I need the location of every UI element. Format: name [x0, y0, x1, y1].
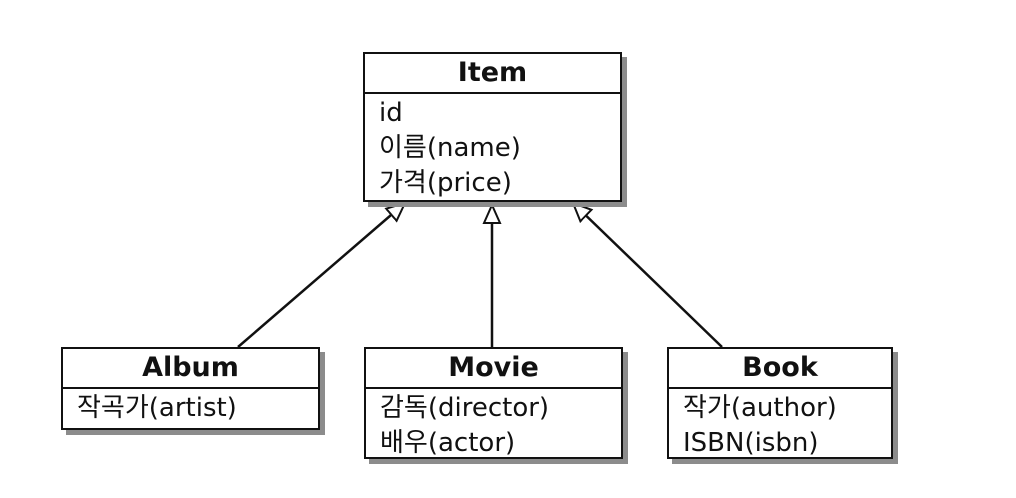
item-attribute-list: id 이름(name) 가격(price): [365, 94, 620, 201]
book-class-box: Book 작가(author) ISBN(isbn): [667, 347, 893, 459]
item-class-box: Item id 이름(name) 가격(price): [363, 52, 622, 202]
movie-class-box: Movie 감독(director) 배우(actor): [364, 347, 623, 459]
item-class-title: Item: [365, 54, 620, 94]
item-attribute-id: id: [379, 98, 403, 128]
movie-class-title: Movie: [366, 349, 621, 389]
item-attribute-name: 이름(name): [379, 133, 521, 163]
book-attribute-author: 작가(author): [683, 393, 837, 423]
album-class-box: Album 작곡가(artist): [61, 347, 320, 430]
album-to-item-inheritance-arrow: [237, 203, 405, 348]
book-class-title: Book: [669, 349, 891, 389]
book-to-item-inheritance-arrow: [573, 203, 723, 348]
album-class-title: Album: [63, 349, 318, 389]
book-attribute-list: 작가(author) ISBN(isbn): [669, 389, 891, 461]
movie-attribute-list: 감독(director) 배우(actor): [366, 389, 621, 461]
album-attribute-artist: 작곡가(artist): [77, 393, 237, 423]
book-attribute-isbn: ISBN(isbn): [683, 428, 819, 458]
item-attribute-price: 가격(price): [379, 168, 512, 198]
movie-attribute-director: 감독(director): [380, 393, 550, 423]
album-attribute-list: 작곡가(artist): [63, 389, 318, 426]
movie-attribute-actor: 배우(actor): [380, 428, 516, 458]
